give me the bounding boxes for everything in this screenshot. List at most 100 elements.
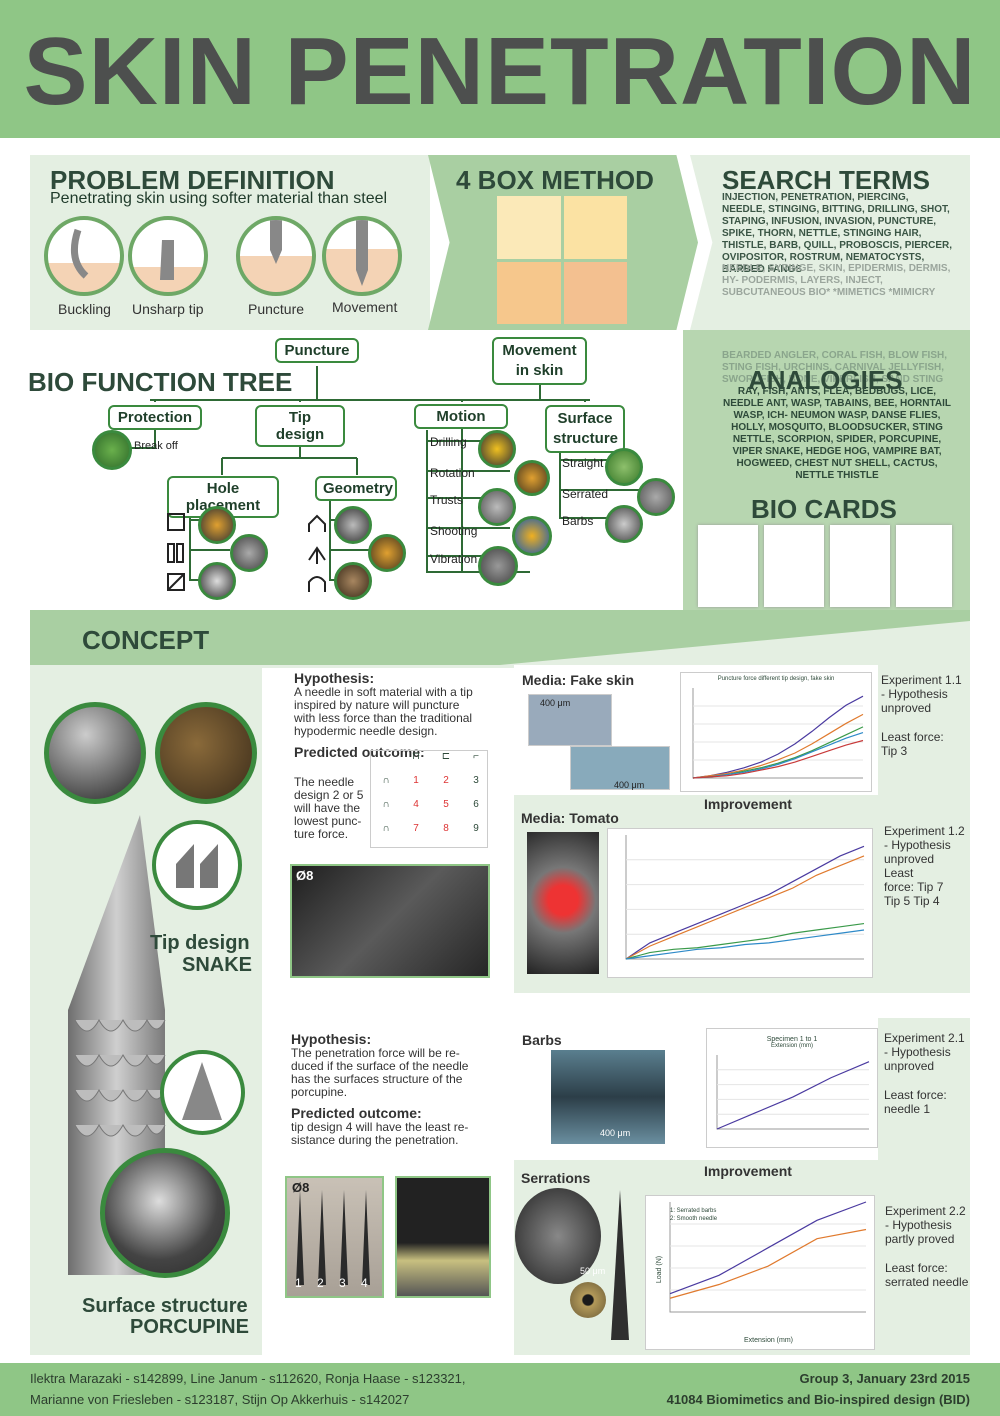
chart-axes (625, 835, 864, 960)
needle-num-3: 3 (339, 1276, 346, 1290)
grid-5: 5 (443, 799, 449, 810)
problem-heading: PROBLEM DEFINITION (50, 165, 335, 195)
surface-item-barbs: Barbs (562, 514, 594, 528)
scale-bar-1: 400 μm (540, 698, 571, 708)
hyp2-text: The penetration force will be re- duced … (291, 1046, 469, 1099)
serrations-photo (515, 1188, 601, 1284)
chart4-legend-1: 1: Serrated barbs (670, 1208, 717, 1214)
jellyfish-photo (512, 516, 552, 556)
footer-course: 41084 Biomimetics and Bio-inspired desig… (666, 1392, 970, 1407)
grid-8: 8 (443, 823, 449, 834)
chart-series-line (692, 731, 864, 779)
needles-diameter: Ø8 (292, 1180, 310, 1195)
grid-2: 2 (443, 775, 449, 786)
box-specifications (497, 261, 561, 324)
exp-2-1: Experiment 2.1 - Hypothesis unproved (884, 1031, 965, 1073)
needle-num-4: 4 (361, 1276, 368, 1290)
node-surface: Surface structure (545, 405, 625, 453)
label-movement: Movement (332, 299, 398, 315)
fourbox-section (428, 155, 698, 330)
surface-item-straight: Straight (562, 456, 604, 470)
node-movement: Movement in skin (492, 337, 587, 385)
exp-1-2-result: Least force: Tip 7 Tip 5 Tip 4 (884, 866, 944, 908)
tips-photo (290, 864, 490, 978)
hyp2-pred: tip design 4 will have the least re- sis… (291, 1120, 469, 1147)
grid-7: 7 (413, 823, 419, 834)
hole-placement-icons (167, 513, 185, 591)
chart-series-line (669, 1228, 867, 1299)
chart1-svg (692, 688, 864, 779)
porcupine-quill-photo (605, 505, 643, 543)
exp-1-2: Experiment 1.2 - Hypothesis unproved (884, 824, 965, 866)
needle-num-1: 1 (295, 1276, 302, 1290)
node-protection: Protection (108, 405, 202, 430)
coin-photo (570, 1282, 606, 1318)
chart4-legend-2: 2: Smooth needle (670, 1216, 718, 1222)
motion-item-shooting: Shooting (430, 524, 478, 538)
hyp1-head: Hypothesis: (294, 670, 375, 686)
search-terms-dark: INJECTION, PENETRATION, PIERCING, NEEDLE… (722, 192, 953, 275)
chart4-svg (669, 1201, 867, 1313)
biocard-4 (896, 525, 952, 607)
analogies-dark: RAY, FISH, ANTS, FLEA, BEDBUGS, LICE, NE… (723, 386, 951, 481)
footer-group: Group 3, January 23rd 2015 (799, 1371, 970, 1386)
chart3-xlabel: Extension (mm) (770, 1043, 813, 1049)
serrations-scale: 50 μm (580, 1266, 606, 1276)
serrated-needle-svg (611, 1190, 629, 1340)
chart-series-line (692, 695, 864, 779)
hyp1-block: Hypothesis:A needle in soft material wit… (294, 670, 480, 760)
exp-1-1-result: Least force: Tip 3 (881, 730, 944, 758)
wasp-photo (478, 430, 516, 468)
footer-authors-1: Ilektra Marazaki - s142899, Line Janum -… (30, 1371, 466, 1386)
needle-num-2: 2 (317, 1276, 324, 1290)
search-heading: SEARCH TERMS (722, 165, 931, 195)
node-tip-design: Tip design (255, 405, 345, 447)
hyp1-text: A needle in soft material with a tip ins… (294, 685, 473, 738)
chart-series-line (692, 726, 864, 779)
scales-icon (160, 1050, 245, 1135)
geometry-icons (308, 514, 326, 592)
title-banner: SKIN PENETRATION (0, 0, 1000, 138)
label-break-off: Break off (134, 440, 178, 452)
scale-bar-2: 400 μm (614, 780, 645, 790)
exp-2-2: Experiment 2.2 - Hypothesis partly prove… (885, 1204, 966, 1246)
chart4-xlabel: Extension (mm) (744, 1337, 794, 1344)
unsharp-tip-icon (128, 216, 208, 296)
page-title: SKIN PENETRATION (23, 18, 977, 125)
chart-serrations: 1: Serrated barbs 2: Smooth needle Load … (645, 1195, 875, 1350)
chart-axes (716, 1055, 869, 1130)
motion-item-trusts: Trusts (430, 493, 463, 507)
analogies-light: BEARDED ANGLER, CORAL FISH, BLOW FISH, S… (722, 350, 947, 385)
tomato-photo (527, 832, 599, 974)
biocard-2 (764, 525, 824, 607)
improvement-2: Improvement (704, 1163, 792, 1179)
media-fake-skin: Media: Fake skin (522, 672, 635, 688)
nettle-leaf-photo (605, 448, 643, 486)
puncture-icon (236, 216, 316, 296)
exp-1-1: Experiment 1.1 - Hypothesis unproved (881, 673, 962, 715)
nettle-photo (92, 430, 132, 470)
chart-series-line (716, 1061, 870, 1130)
mosquito-photo-2 (230, 534, 268, 572)
tip-design-icon (152, 820, 242, 910)
footer-authors-2: Marianne von Friesleben - s123187, Stijn… (30, 1392, 410, 1407)
chart-series-line (692, 739, 864, 779)
chart1-title: Puncture force different tip design, fak… (717, 676, 835, 682)
node-motion: Motion (414, 404, 508, 429)
test-rig-photo (395, 1176, 491, 1298)
label-buckling: Buckling (58, 301, 111, 317)
insect-photo (637, 478, 675, 516)
buckling-icon (44, 216, 124, 296)
porcupine-photo-small (334, 562, 372, 600)
chart-axes (669, 1202, 866, 1313)
hyp1-pred: The needle design 2 or 5 will have the l… (294, 775, 364, 841)
porcupine-concept-photo (155, 702, 257, 804)
hyp2-block: Hypothesis:The penetration force will be… (291, 1032, 481, 1147)
chart-series-line (625, 929, 865, 960)
grid-6: 6 (473, 799, 479, 810)
grid-1: 1 (413, 775, 419, 786)
chart-tomato (607, 828, 873, 978)
grid-9: 9 (473, 823, 479, 834)
serrations-label: Serrations (521, 1170, 591, 1186)
chart-barbs: Specimen 1 to 1 Extension (mm) (706, 1028, 878, 1148)
